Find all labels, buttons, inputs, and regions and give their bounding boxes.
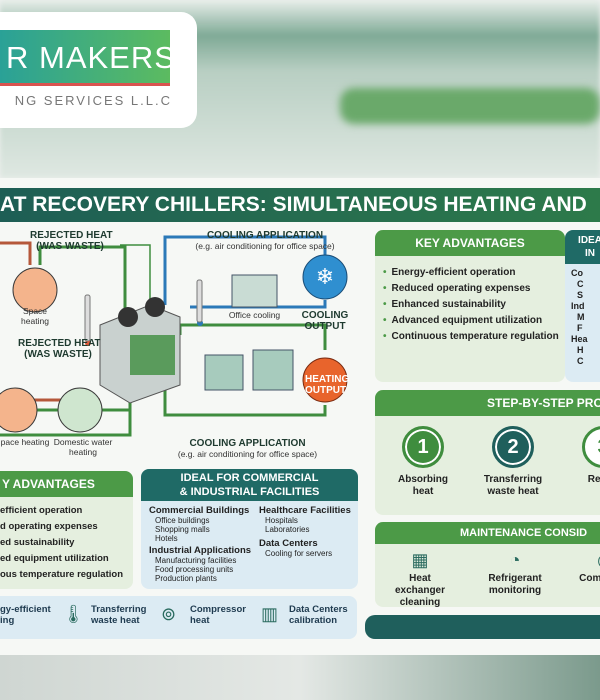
card-title: IDEA IN [565,230,600,264]
maintenance-item: ▦Heat exchanger cleaning [385,550,455,607]
facility-column: Commercial Buildings Office buildings Sh… [149,505,254,583]
heating-output-label: HEATING OUTPUT [305,374,350,396]
list-item: C [577,279,584,289]
list-item: Laboratories [265,525,310,534]
heat-exchanger-icon: ▦ [411,550,429,570]
list-item: C [577,356,584,366]
cooling-application-sub: (e.g. air conditioning for office space) [195,241,335,251]
snowflake-icon [302,254,348,300]
list-item: Continuous temperature regulation [383,331,559,342]
compressor-icon: ⊚ [161,604,177,624]
list-item: Enhanced sustainability [383,299,557,310]
green-pipe [163,355,327,417]
washing-machine-icon [57,387,103,433]
domestic-water-label: Domestic water heating [53,437,113,457]
ideal-facilities-card: IDEAL FOR COMMERCIAL & INDUSTRIAL FACILI… [141,469,358,589]
card-title: STEP-BY-STEP PRO [375,390,600,416]
list-item: Hea [571,334,588,344]
list-item: S [577,290,584,300]
icon-strip-label: Data Centers calibration [289,604,348,626]
list-item: Shopping malls [155,525,210,534]
space-heating-label: pace heating [0,437,50,447]
list-item: Hotels [155,534,178,543]
thermometer-icon [85,340,91,346]
icon-strip-label: Transferring waste heat [91,604,147,626]
list-item: Energy-efficient operation [383,267,557,278]
infographic-title: AT RECOVERY CHILLERS: SIMULTANEOUS HEATI… [0,188,600,222]
list-item: F [577,323,583,333]
ideal-card: IDEA IN Co C S Ind M F Hea H C [565,230,600,382]
cooling-application-label: COOLING APPLICATION [189,438,306,449]
flow-diagram: ❄ [0,235,348,437]
icon-strip-label: gy-efficient ing [0,604,51,626]
key-advantages-card: Y ADVANTAGES efficient operation d opera… [0,471,133,589]
list-item: Food processing units [155,565,234,574]
list-item: Cooling for servers [265,549,333,558]
rejected-heat-label: REJECTED HEAT (WAS WASTE) [18,338,101,360]
key-advantages-card: KEY ADVANTAGES Energy-efficient operatio… [375,230,565,382]
list-item: efficient operation [0,505,83,516]
maintenance-item: ◎Comp insp [570,550,600,585]
rejected-heat-label: REJECTED HEAT (WAS WASTE) [30,230,113,252]
list-item: Co [571,268,583,278]
list-item: ed equipment utilization [0,553,109,564]
list-item: Reduced operating expenses [383,283,557,294]
space-heating-label: Space heating [21,306,49,326]
list-item: Ind [571,301,585,311]
card-title: KEY ADVANTAGES [375,230,565,256]
card-title: MAINTENANCE CONSID [375,522,600,544]
office-cooling-label: Office cooling [228,310,281,320]
list-item: Production plants [155,574,217,583]
logo-name: R MAKERS [0,30,170,86]
maintenance-card: MAINTENANCE CONSID ▦Heat exchanger clean… [375,522,600,607]
cooling-application-label: COOLING APPLICATION [206,230,324,241]
cooling-application-sub: (e.g. air conditioning for office space) [177,449,318,459]
radiator-icon [12,267,58,313]
list-item: Advanced equipment utilization [383,315,557,326]
green-pipe [38,245,127,335]
cool-pipe [163,235,327,305]
thermometer-icon: 🌡 [62,604,85,624]
bottom-banner [365,615,600,639]
factory-icon [204,354,244,391]
building-icon: ▥ [261,604,279,624]
gauge-icon: ◔ [509,550,521,570]
blurred-background [0,655,600,700]
list-item: Office buildings [155,516,210,525]
radiator-icon [0,387,38,433]
list-item: ed sustainability [0,537,75,548]
facility-column: Healthcare Facilities Hospitals Laborato… [259,505,354,558]
list-item: ous temperature regulation [0,569,123,580]
compressor-icon: ◎ [570,550,600,571]
blurred-background [340,88,600,124]
list-item: Manufacturing facilities [155,556,237,565]
reject-pipe [120,244,151,325]
list-item: d operating expenses [0,521,98,532]
hot-pipe [0,241,32,265]
svg-text:❄: ❄ [316,264,334,289]
step-3: 3Redi h [568,426,600,486]
list-item: Hospitals [265,516,298,525]
cooling-output-label: COOLING OUTPUT [301,310,349,332]
card-title: IDEAL FOR COMMERCIAL & INDUSTRIAL FACILI… [141,469,358,501]
card-title: Y ADVANTAGES [0,471,133,497]
heating-output-icon [302,357,348,403]
list-item: H [577,345,584,355]
icon-strip: gy-efficient ing 🌡 Transferring waste he… [0,596,357,639]
list-item: M [577,312,585,322]
machine-icon [252,349,294,391]
office-cooling-icon [231,274,278,308]
icon-strip-label: Compressor heat [190,604,246,626]
maintenance-item: ◔Refrigerant monitoring [480,550,550,597]
logo-subtitle: NG SERVICES L.L.C [14,93,172,108]
